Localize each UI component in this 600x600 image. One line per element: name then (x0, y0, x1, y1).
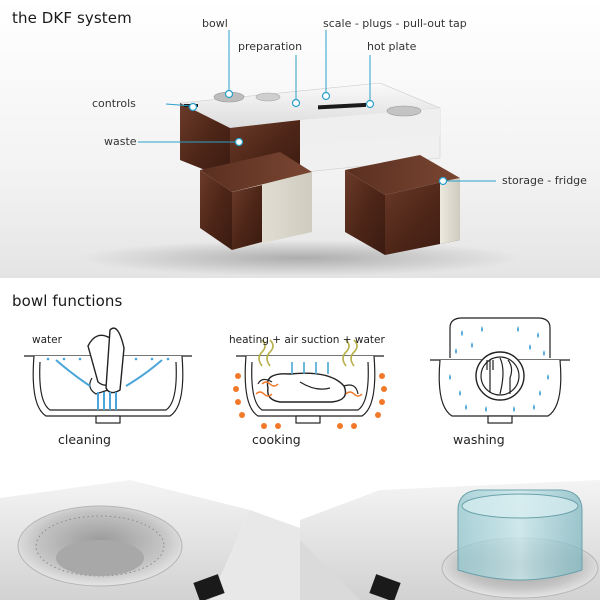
left-cube (200, 152, 312, 250)
bowl-functions-panel: bowl functions (0, 278, 600, 480)
cooking-heat-waves (255, 381, 363, 397)
closeup-images (0, 480, 600, 600)
callout-hot-plate: hot plate (367, 40, 417, 53)
cooking-label: cooking (252, 432, 301, 447)
washing-bowl-diagram (430, 317, 570, 424)
bowl-functions-diagram (24, 317, 570, 429)
right-cube (345, 155, 460, 255)
washing-water-drops (449, 326, 549, 412)
hero-title: the DKF system (12, 9, 132, 27)
callout-bowl: bowl (202, 17, 228, 30)
closeup-left (0, 480, 300, 600)
cooking-suction (291, 362, 329, 374)
cooking-bowl-diagram (236, 355, 384, 424)
closeup-right (300, 480, 600, 600)
dkf-render (80, 30, 520, 276)
cooking-note: heating + air suction + water (229, 334, 385, 346)
cooking-steam (258, 339, 358, 367)
callout-controls: controls (92, 97, 136, 110)
cleaning-water (55, 359, 163, 410)
functions-title: bowl functions (12, 292, 123, 310)
callout-storage-fridge: storage - fridge (502, 174, 587, 187)
closeup-renders (0, 480, 600, 600)
callout-scale-plugs-tap: scale - plugs - pull-out tap (323, 17, 467, 30)
callout-preparation: preparation (238, 40, 303, 53)
callout-waste: waste (104, 135, 137, 148)
cleaning-label: cleaning (58, 432, 111, 447)
washing-label: washing (453, 432, 505, 447)
hero-panel: the DKF system bowl preparation scale - … (0, 0, 600, 278)
cooking-heat-dots (233, 373, 387, 429)
cleaning-note: water (32, 334, 62, 346)
